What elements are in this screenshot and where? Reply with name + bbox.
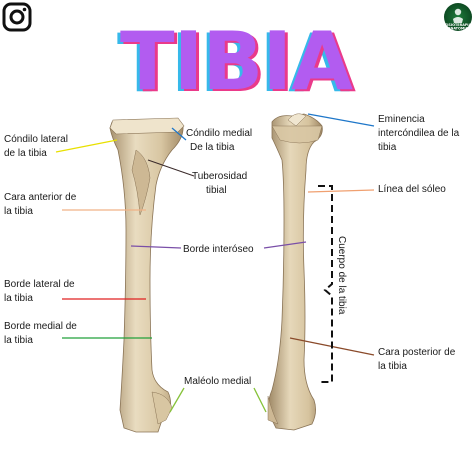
leader-linea-soleo: [307, 189, 375, 193]
tibia-anterior-view: [109, 117, 185, 433]
label-maleolo-medial: Maléolo medial: [184, 376, 251, 387]
title-shadow-right: TIBIA: [123, 17, 356, 110]
label-eminencia: Eminencia intercóndilea de la tibia: [378, 114, 462, 153]
label-cara-posterior: Cara posterior de la tibia: [378, 347, 458, 372]
leader-condilo-lateral: [55, 139, 118, 153]
body-brace: [318, 185, 333, 383]
tibia-posterior-view: [267, 113, 323, 431]
leader-maleolo-right: [253, 387, 267, 413]
leader-maleolo-left: [169, 387, 185, 413]
label-borde-medial: Borde medial de la tibia: [4, 321, 80, 346]
label-borde-lateral: Borde lateral de la tibia: [4, 279, 77, 304]
tibia-anterior-tuberosity: [131, 149, 151, 216]
brand-logo: FISIOTERAPIA ANATOMIA: [444, 3, 472, 31]
tibia-posterior-condyles: [271, 125, 323, 144]
leader-condilo-medial: [171, 127, 187, 141]
tibia-posterior-shaft: [268, 113, 323, 431]
label-borde-interoseo: Borde interóseo: [183, 244, 254, 255]
leader-borde-interoseo-right: [263, 241, 307, 249]
leader-borde-interoseo-left: [130, 245, 182, 249]
label-cara-anterior: Cara anterior de la tibia: [4, 192, 79, 217]
logo-text-line1: FISIOTERAPIA: [445, 23, 472, 27]
title-shadow-left: TIBIA: [117, 17, 350, 110]
instagram-icon[interactable]: [2, 2, 32, 32]
label-condilo-lateral: Cóndilo lateral de la tibia: [4, 134, 71, 159]
label-condilo-medial: Cóndilo medial De la tibia: [186, 128, 255, 153]
title-main: TIBIA: [120, 15, 353, 108]
tibia-anterior-plateau: [109, 117, 185, 135]
label-cuerpo-tibia: Cuerpo de la tibia: [336, 236, 347, 315]
leader-eminencia: [307, 113, 375, 127]
tibia-posterior-eminence: [287, 113, 307, 127]
logo-text-line2: ANATOMIA: [448, 27, 469, 31]
tibia-anterior-malleolus: [151, 391, 173, 425]
tibia-anterior-shaft: [109, 119, 184, 433]
leader-tuberosidad: [147, 159, 195, 177]
label-linea-soleo: Línea del sóleo: [378, 184, 446, 195]
label-tuberosidad: Tuberosidad tibial: [192, 171, 250, 196]
tibia-posterior-malleolus: [267, 395, 279, 425]
page-title: TIBIA TIBIA TIBIA: [117, 15, 357, 110]
